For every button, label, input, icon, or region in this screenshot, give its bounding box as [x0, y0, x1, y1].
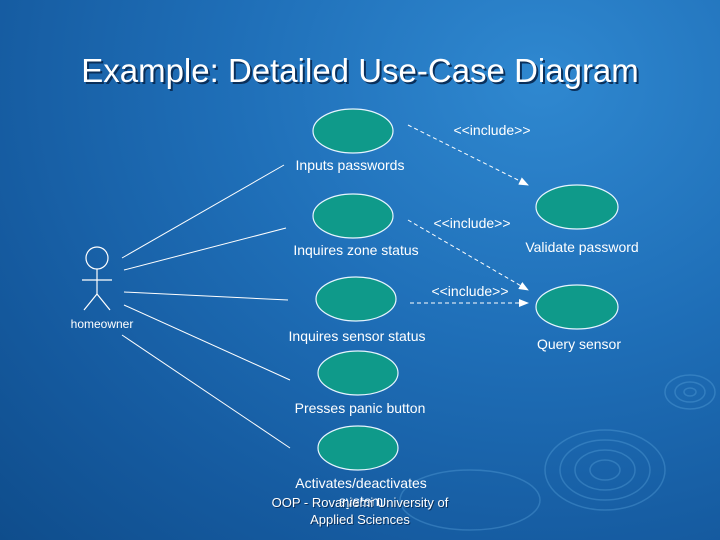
actor-homeowner	[82, 246, 112, 311]
include-label: <<include>>	[433, 215, 510, 231]
include-dependencies	[407, 124, 529, 307]
use-case-label: Query sensor	[537, 336, 621, 352]
use-case-label: Presses panic button	[295, 400, 426, 416]
include-arrow	[407, 219, 529, 291]
use-case-ellipse-validate-password	[535, 184, 619, 230]
footer-line: Applied Sciences	[310, 512, 410, 527]
use-case-ellipse-inputs-passwords	[312, 108, 394, 154]
use-case-label: Inquires sensor status	[289, 328, 426, 344]
use-case-label: system	[339, 493, 383, 509]
use-case-label: Validate password	[525, 239, 638, 255]
use-case-ellipse-query-sensor	[535, 284, 619, 330]
actor-label: homeowner	[71, 317, 134, 331]
association-line	[121, 164, 285, 259]
include-label: <<include>>	[431, 283, 508, 299]
use-case-label: Inquires zone status	[293, 242, 418, 258]
use-case-ellipse-inquires-zone-status	[312, 193, 394, 239]
footer-line: OOP - Rovaniemi University of	[271, 495, 449, 510]
include-label: <<include>>	[453, 122, 530, 138]
use-case-ellipse-activates-deactivates-system	[317, 425, 399, 471]
association-line	[121, 334, 291, 449]
association-line	[123, 291, 289, 301]
use-case-ellipse-presses-panic-button	[317, 350, 399, 396]
association-lines	[121, 164, 291, 449]
include-arrow	[407, 124, 529, 186]
use-case-label: Inputs passwords	[296, 157, 405, 173]
page-title: Example: Detailed Use-Case Diagram	[81, 52, 639, 89]
slide-footer: OOP - Rovaniemi University of Applied Sc…	[250, 494, 470, 528]
association-line	[123, 227, 287, 271]
use-case-label: Activates/deactivates	[295, 475, 427, 491]
association-line	[123, 304, 291, 381]
use-case-ellipse-inquires-sensor-status	[315, 276, 397, 322]
